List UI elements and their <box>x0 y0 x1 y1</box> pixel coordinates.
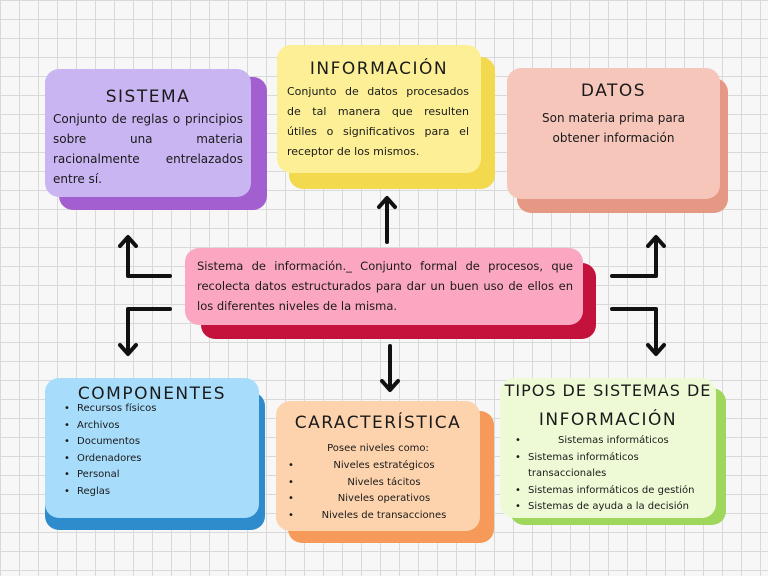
card-informacion: INFORMACIÓN Conjunto de datos procesados… <box>277 45 497 190</box>
card-informacion-face: INFORMACIÓN Conjunto de datos procesados… <box>277 45 481 173</box>
list-item: Sistemas informáticos <box>515 433 716 450</box>
card-sistema: SISTEMA Conjunto de reglas o principios … <box>45 69 270 213</box>
componentes-title: COMPONENTES <box>77 384 227 404</box>
list-item: Sistemas de ayuda a la decisión <box>515 499 716 516</box>
card-caracteristica-face: CARACTERÍSTICA Posee niveles como: Nivel… <box>276 401 480 531</box>
datos-text: Son materia prima para obtener informaci… <box>542 111 685 145</box>
sistema-text: Conjunto de reglas o principios sobre un… <box>53 112 243 186</box>
card-datos: DATOS Son materia prima para obtener inf… <box>507 68 732 214</box>
tipos-title-line2: INFORMACIÓN <box>538 410 678 430</box>
informacion-text: Conjunto de datos procesados de tal mane… <box>287 85 469 158</box>
card-sistema-face: SISTEMA Conjunto de reglas o principios … <box>45 69 251 197</box>
tipos-title-line1: TIPOS DE SISTEMAS DE <box>504 381 712 400</box>
list-item: Niveles operativos <box>288 491 467 508</box>
list-item: Sistemas informáticos de gestión <box>515 483 716 500</box>
list-item: Recursos físicos <box>64 401 157 418</box>
tipos-list: Sistemas informáticos Sistemas informáti… <box>515 433 716 516</box>
list-item: Niveles tácitos <box>288 475 467 492</box>
list-item: Archivos <box>64 418 156 435</box>
list-item: Niveles de transacciones <box>288 508 467 525</box>
arrow-left-down <box>118 307 172 356</box>
card-componentes: COMPONENTES Recursos físicos Archivos Do… <box>45 378 267 530</box>
sistema-title: SISTEMA <box>105 87 191 107</box>
card-tipos-face: TIPOS DE SISTEMAS DE INFORMACIÓN Sistema… <box>500 378 716 518</box>
list-item: Reglas <box>64 484 156 501</box>
arrow-down-center <box>380 344 400 392</box>
componentes-list: Recursos físicos Archivos Documentos Ord… <box>64 401 157 501</box>
central-text: Sistema de información._ Conjunto formal… <box>197 259 573 313</box>
arrow-right-down <box>610 307 666 356</box>
list-item: Personal <box>64 467 156 484</box>
card-datos-face: DATOS Son materia prima para obtener inf… <box>507 68 720 199</box>
list-item: Sistemas informáticos transaccionales <box>515 450 716 483</box>
arrow-up-center <box>377 196 397 244</box>
arrow-left-up <box>118 235 172 278</box>
caracteristica-list: Niveles estratégicos Niveles tácitos Niv… <box>288 458 467 525</box>
caracteristica-intro: Posee niveles como: <box>327 443 429 454</box>
datos-title: DATOS <box>580 81 647 101</box>
card-central-face: Sistema de información._ Conjunto formal… <box>185 248 583 325</box>
card-tipos: TIPOS DE SISTEMAS DE INFORMACIÓN Sistema… <box>500 378 728 526</box>
list-item: Documentos <box>64 434 156 451</box>
card-caracteristica: CARACTERÍSTICA Posee niveles como: Nivel… <box>276 401 496 544</box>
arrow-right-up <box>610 235 666 278</box>
caracteristica-title: CARACTERÍSTICA <box>294 413 462 433</box>
card-componentes-face: COMPONENTES Recursos físicos Archivos Do… <box>45 378 259 518</box>
card-central: Sistema de información._ Conjunto formal… <box>185 248 597 340</box>
list-item: Ordenadores <box>64 451 156 468</box>
list-item: Niveles estratégicos <box>288 458 467 475</box>
informacion-title: INFORMACIÓN <box>309 59 449 79</box>
